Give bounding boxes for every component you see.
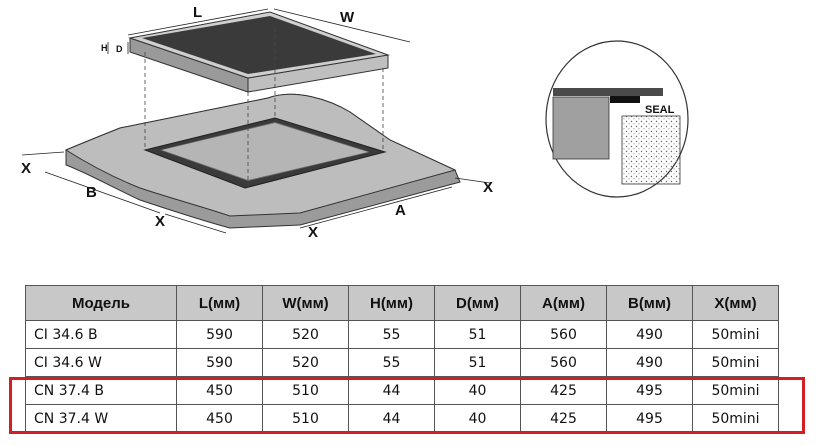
cell-w: 520	[262, 348, 349, 377]
dimension-label-w: W	[340, 9, 355, 26]
cell-h: 55	[348, 348, 435, 377]
cell-l: 590	[176, 348, 263, 377]
header-d: D(мм)	[434, 285, 521, 321]
cell-x: 50mini	[692, 320, 779, 349]
cell-b: 495	[606, 404, 693, 433]
dimension-label-x-bottom-left: X	[155, 213, 165, 230]
table-row: CI 34.6 B 590 520 55 51 560 490 50mini	[25, 320, 779, 349]
dimension-label-l: L	[193, 4, 202, 21]
specifications-table: Модель L(мм) W(мм) H(мм) D(мм) A(мм) B(м…	[25, 285, 779, 433]
cell-model: CI 34.6 B	[25, 320, 177, 349]
header-a: A(мм)	[520, 285, 607, 321]
cell-l: 450	[176, 376, 263, 405]
cell-h: 44	[348, 404, 435, 433]
cell-h: 44	[348, 376, 435, 405]
dimension-lines	[21, 8, 491, 234]
cell-model: CN 37.4 W	[25, 404, 177, 433]
cell-a: 425	[520, 376, 607, 405]
cell-x: 50mini	[692, 404, 779, 433]
cell-b: 490	[606, 348, 693, 377]
cell-a: 560	[520, 348, 607, 377]
cell-b: 490	[606, 320, 693, 349]
dimension-label-x-left: X	[21, 160, 31, 177]
cell-x: 50mini	[692, 348, 779, 377]
dimension-label-h: H	[101, 43, 108, 53]
table-row: CN 37.4 W 450 510 44 40 425 495 50mini	[25, 404, 779, 433]
cell-d: 40	[434, 404, 521, 433]
cell-l: 450	[176, 404, 263, 433]
countertop	[64, 93, 461, 229]
seal-label: SEAL	[645, 104, 675, 116]
cell-w: 510	[262, 376, 349, 405]
cell-a: 560	[520, 320, 607, 349]
cell-w: 520	[262, 320, 349, 349]
seal-detail	[545, 40, 689, 198]
cell-model: CN 37.4 B	[25, 376, 177, 405]
cell-h: 55	[348, 320, 435, 349]
projection-lines	[144, 28, 384, 188]
dimension-label-x-bottom: X	[308, 224, 318, 241]
header-l: L(мм)	[176, 285, 263, 321]
cell-model: CI 34.6 W	[25, 348, 177, 377]
table-row: CI 34.6 W 590 520 55 51 560 490 50mini	[25, 348, 779, 377]
header-w: W(мм)	[262, 285, 349, 321]
cell-d: 51	[434, 320, 521, 349]
cell-x: 50mini	[692, 376, 779, 405]
cell-w: 510	[262, 404, 349, 433]
table-header-row: Модель L(мм) W(мм) H(мм) D(мм) A(мм) B(м…	[25, 285, 779, 321]
installation-diagram: L W H D A B X X X X SEAL	[21, 4, 689, 241]
header-b: B(мм)	[606, 285, 693, 321]
dimension-label-x-right: X	[483, 179, 493, 196]
table-row: CN 37.4 B 450 510 44 40 425 495 50mini	[25, 376, 779, 405]
cell-b: 495	[606, 376, 693, 405]
dimension-label-a: A	[395, 202, 406, 219]
header-h: H(мм)	[348, 285, 435, 321]
dimension-label-d: D	[116, 44, 123, 54]
cell-a: 425	[520, 404, 607, 433]
cell-l: 590	[176, 320, 263, 349]
header-model: Модель	[25, 285, 177, 321]
header-x: X(мм)	[692, 285, 779, 321]
dimension-label-b: B	[86, 184, 97, 201]
cell-d: 40	[434, 376, 521, 405]
cell-d: 51	[434, 348, 521, 377]
